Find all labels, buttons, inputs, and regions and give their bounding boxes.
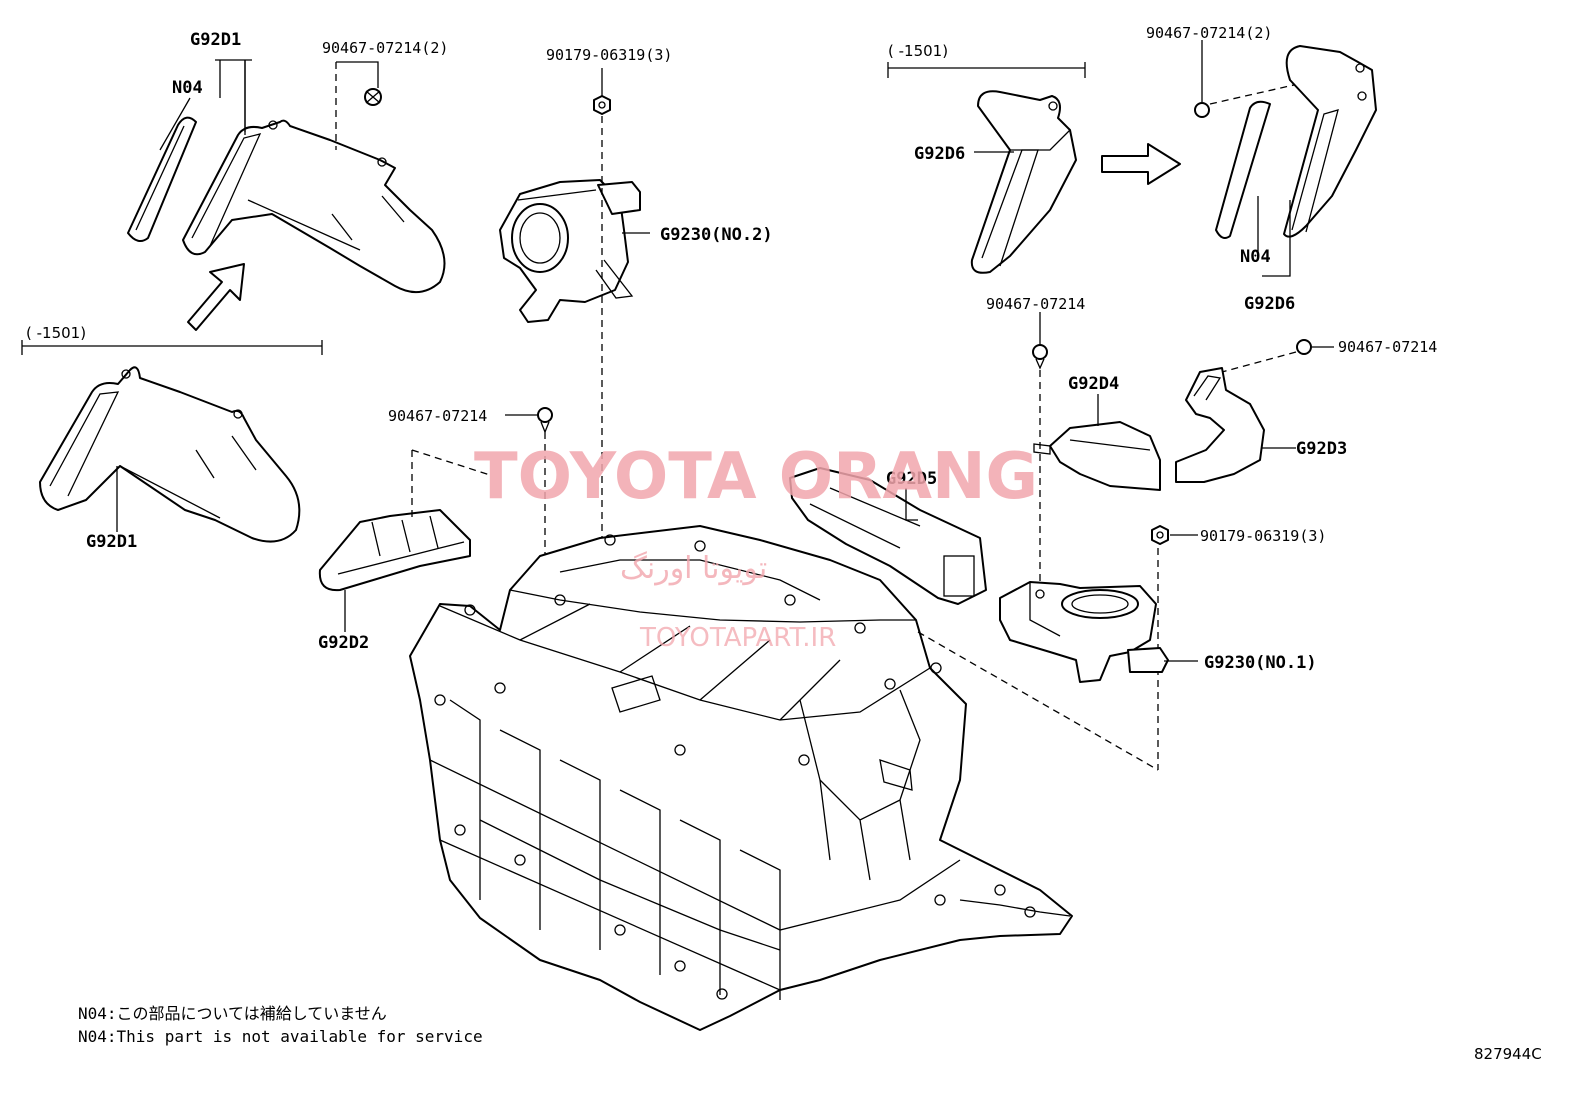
cover-g92d4	[1033, 421, 1161, 491]
screw-90467-center	[537, 407, 553, 434]
label-g92d1-bottom: G92D1	[86, 532, 137, 552]
bracket-g92d2	[318, 509, 471, 592]
watermark-line2: تویوتا اورنگ	[620, 551, 767, 586]
label-g92d1-top: G92D1	[190, 30, 241, 50]
label-n04-right: N04	[1240, 247, 1271, 267]
blower-g9230-no2	[499, 179, 641, 323]
duct-g92d5	[789, 467, 987, 605]
screw-90467-top-left	[335, 62, 382, 150]
label-nut-right: 90179-06319(3)	[1200, 527, 1326, 545]
watermark-line3: TOYOTAPART.IR	[639, 623, 836, 653]
label-g92d2: G92D2	[318, 633, 369, 653]
watermark-line1: TOYOTA ORANG	[474, 440, 1038, 514]
battery-frame-assembly	[409, 525, 1073, 1031]
blower-g9230-no1	[999, 581, 1169, 683]
label-nut-top-center: 90179-06319(3)	[546, 46, 672, 64]
duct-g92d1-top	[127, 116, 446, 293]
label-range-top-right: ( -1501)	[888, 42, 948, 60]
label-g9230-no1: G9230(NO.1)	[1204, 653, 1317, 673]
label-g92d4: G92D4	[1068, 374, 1119, 394]
label-screw-mid-right: 90467-07214	[986, 295, 1085, 313]
label-g92d3: G92D3	[1296, 439, 1347, 459]
label-g92d6-left: G92D6	[914, 144, 965, 164]
nut-90179-top-center	[593, 95, 611, 115]
label-range-left: ( -1501)	[26, 324, 86, 342]
duct-g92d3	[1175, 367, 1265, 483]
screw-90467-top-right	[1194, 69, 1361, 118]
duct-g92d6-left	[970, 90, 1077, 274]
label-g9230-no2: G9230(NO.2)	[660, 225, 773, 245]
screw-90467-mid-right	[1032, 344, 1048, 370]
screw-90467-g92d3	[1296, 339, 1312, 355]
label-screw-g92d3: 90467-07214	[1338, 338, 1437, 356]
label-screw-top-left: 90467-07214(2)	[322, 39, 448, 57]
nut-90179-right	[1151, 525, 1169, 545]
label-g92d6-right: G92D6	[1244, 294, 1295, 314]
duct-g92d6-right	[1215, 45, 1377, 239]
label-screw-center: 90467-07214	[388, 407, 487, 425]
note-english: N04:This part is not available for servi…	[78, 1027, 483, 1046]
arrow-up-right-left	[187, 263, 245, 331]
duct-g92d1-bottom	[39, 366, 301, 543]
label-screw-top-right: 90467-07214(2)	[1146, 24, 1272, 42]
label-n04-top: N04	[172, 78, 203, 98]
arrow-right	[1101, 143, 1181, 185]
label-g92d5: G92D5	[886, 469, 937, 489]
note-japanese: N04:この部品については補給していません	[78, 1004, 387, 1023]
diagram-code: 827944C	[1474, 1045, 1542, 1063]
